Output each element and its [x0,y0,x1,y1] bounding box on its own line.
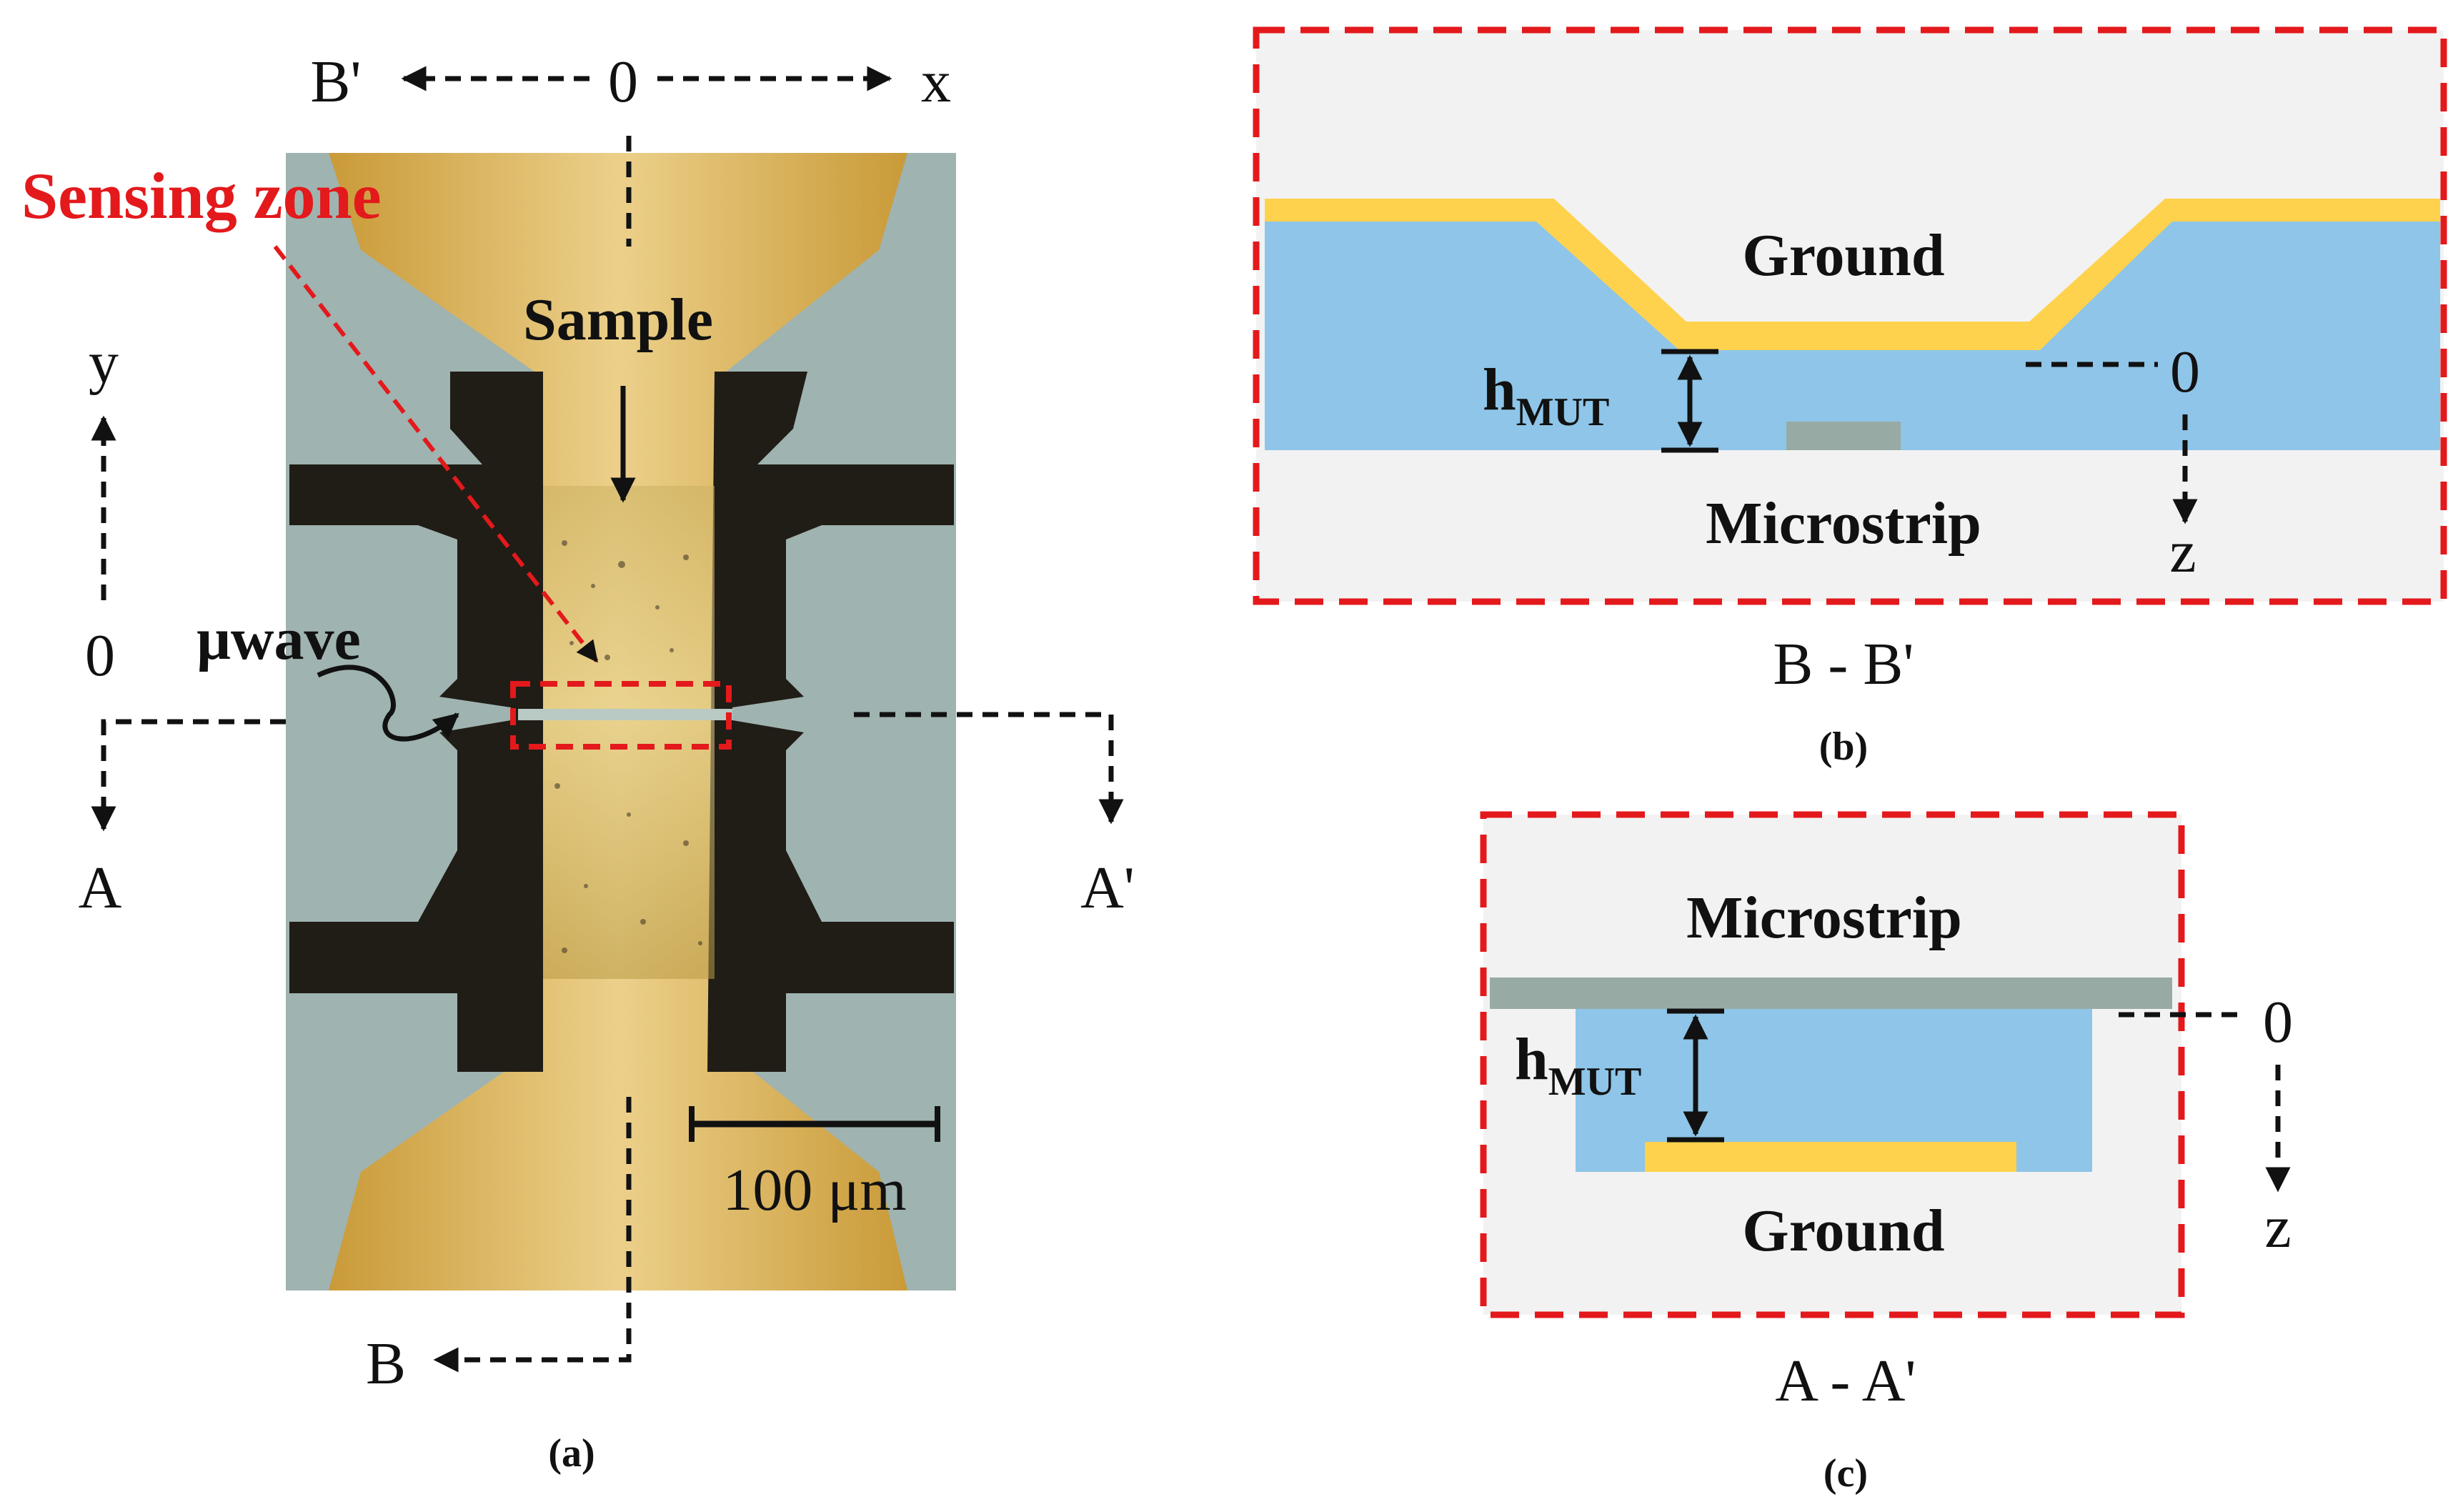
sample-label: Sample [523,287,713,353]
ground-gold-layer-b [1265,199,2440,350]
panel-b-cross-section: Ground Microstrip hMUT 0 z B - B' (b) [1253,26,2447,769]
sample-speckle [554,540,702,953]
section-label-c: A - A' [1775,1348,1916,1414]
micrograph-image [286,153,956,1290]
sensing-gap [518,709,732,720]
h-mut-label-b: hMUT [1483,357,1609,434]
mut-dielectric-b [1265,222,2440,450]
z-label-c: z [2264,1194,2291,1260]
microstrip-strip-c [1490,978,2172,1009]
cut-line-b [433,1097,632,1373]
scale-bar [689,1106,940,1142]
sensing-zone-box [510,681,732,750]
cut-label-a-prime: A' [1080,855,1135,921]
caption-b: (b) [1819,725,1868,769]
microwave-wave-arrow [317,665,459,742]
cut-label-b-prime: B' [310,49,361,115]
sensing-zone-label: Sensing zone [21,159,382,232]
scale-bar-label: 100 μm [722,1157,906,1223]
origin-label-c: 0 [2263,989,2293,1055]
h-mut-dimension-c [1667,1008,1724,1143]
cut-line-a-prime [854,712,1124,825]
ground-label-c: Ground [1742,1198,1944,1264]
cut-line-a [91,719,286,832]
panel-a-micrograph: Sensing zone Sample μwave 100 μm B' 0 x … [21,49,1135,1476]
caption-c: (c) [1823,1451,1868,1496]
section-label-b: B - B' [1773,631,1914,697]
ground-label-b: Ground [1742,222,1944,289]
cut-label-b: B [366,1331,406,1397]
microstrip-label-b: Microstrip [1706,490,1981,557]
cut-label-a: A [79,855,122,921]
caption-a: (a) [548,1431,594,1476]
x-axis-label: x [921,49,951,115]
ground-gold-layer-c [1645,1142,2016,1172]
panel-c-cross-section: Microstrip Ground hMUT 0 z A - A' (c) [1480,811,2293,1496]
h-mut-dimension-b [1661,349,1718,453]
h-mut-label-c: hMUT [1515,1026,1641,1104]
z-label-b: z [2169,519,2196,585]
microstrip-strip-b [1786,422,1901,450]
axis-origin-top: 0 [608,49,638,115]
axis-origin-left: 0 [85,622,115,689]
origin-label-b: 0 [2170,339,2200,405]
microwave-label: μwave [196,606,361,672]
y-axis-label: y [89,329,119,396]
sample-film [543,486,715,979]
microstrip-label-c: Microstrip [1686,885,1962,951]
dark-electrodes [289,372,954,1072]
sensing-zone-arrow [273,245,599,663]
